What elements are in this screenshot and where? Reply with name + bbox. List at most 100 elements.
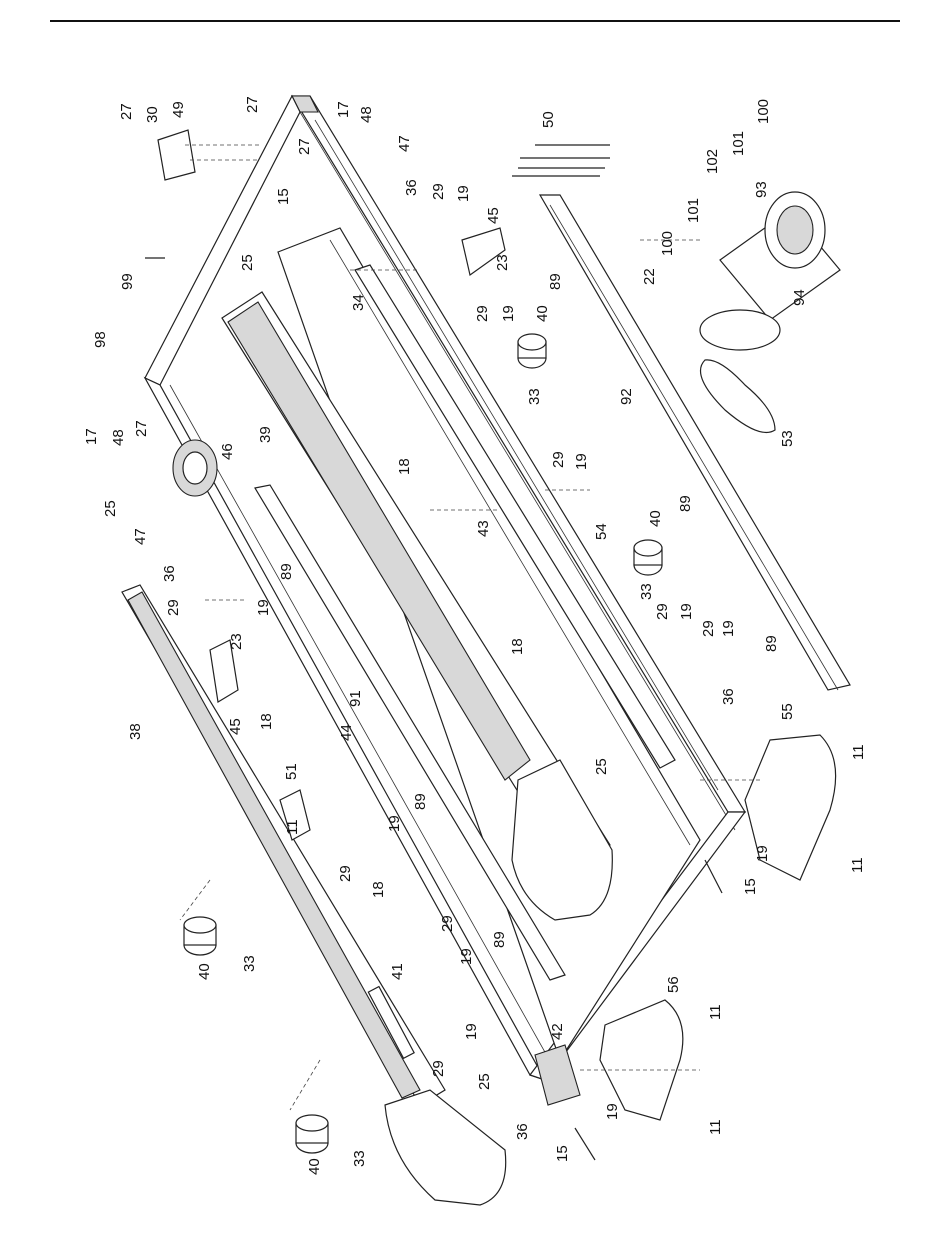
label-11: 11	[707, 1004, 724, 1020]
label-19: 19	[754, 845, 771, 862]
label-36: 36	[514, 1123, 531, 1140]
label-34: 34	[350, 294, 367, 311]
label-99: 99	[119, 273, 136, 290]
label-11: 11	[707, 1119, 724, 1135]
label-36: 36	[161, 565, 178, 582]
label-11: 11	[284, 819, 301, 835]
label-36: 36	[403, 179, 420, 196]
label-33: 33	[241, 955, 258, 972]
label-56: 56	[665, 976, 682, 993]
label-101: 101	[730, 131, 747, 156]
label-23: 23	[228, 633, 245, 650]
label-19: 19	[255, 599, 272, 616]
foot-40c	[184, 917, 216, 955]
label-27: 27	[118, 103, 135, 120]
motor-94	[700, 192, 840, 350]
label-43: 43	[475, 520, 492, 537]
label-19: 19	[604, 1103, 621, 1120]
label-19: 19	[463, 1023, 480, 1040]
label-23: 23	[494, 254, 511, 271]
foot-40a	[518, 334, 546, 368]
label-49: 49	[170, 101, 187, 118]
label-27: 27	[296, 138, 313, 155]
label-25: 25	[593, 758, 610, 775]
label-19: 19	[573, 453, 590, 470]
label-47: 47	[396, 135, 413, 152]
label-29: 29	[700, 620, 717, 637]
label-102: 102	[704, 149, 721, 174]
label-89: 89	[412, 793, 429, 810]
flywheel	[700, 310, 780, 350]
wire-ties-50	[512, 145, 610, 176]
label-38: 38	[127, 723, 144, 740]
label-94: 94	[791, 289, 808, 306]
label-55: 55	[779, 703, 796, 720]
label-29: 29	[430, 1060, 447, 1077]
label-36: 36	[720, 688, 737, 705]
foot-40d	[296, 1115, 328, 1153]
label-25: 25	[239, 254, 256, 271]
label-27: 27	[244, 96, 261, 113]
label-92: 92	[618, 388, 635, 405]
label-29: 29	[337, 865, 354, 882]
label-45: 45	[485, 207, 502, 224]
label-15: 15	[275, 188, 292, 205]
label-29: 29	[550, 451, 567, 468]
hood-56	[600, 1000, 683, 1120]
label-19: 19	[455, 185, 472, 202]
label-27: 27	[133, 420, 150, 437]
pin-15	[575, 1128, 595, 1160]
label-42: 42	[549, 1023, 566, 1040]
belt-53	[701, 360, 776, 433]
plate-49	[158, 130, 195, 180]
label-89: 89	[278, 563, 295, 580]
label-101: 101	[685, 198, 702, 223]
roller-46	[173, 440, 217, 496]
label-29: 29	[439, 915, 456, 932]
label-19: 19	[500, 305, 517, 322]
part-42	[535, 1045, 580, 1105]
label-89: 89	[763, 635, 780, 652]
label-47: 47	[132, 528, 149, 545]
label-33: 33	[526, 388, 543, 405]
label-15: 15	[554, 1145, 571, 1162]
label-29: 29	[430, 183, 447, 200]
label-44: 44	[338, 724, 355, 741]
label-15: 15	[742, 878, 759, 895]
label-40: 40	[306, 1158, 323, 1175]
label-50: 50	[540, 111, 557, 128]
label-17: 17	[335, 101, 352, 118]
label-93: 93	[753, 181, 770, 198]
label-100: 100	[659, 231, 676, 256]
label-19: 19	[458, 948, 475, 965]
label-18: 18	[396, 458, 413, 475]
label-40: 40	[534, 305, 551, 322]
label-11: 11	[850, 744, 867, 760]
label-33: 33	[638, 583, 655, 600]
label-11: 11	[849, 857, 866, 873]
label-30: 30	[144, 106, 161, 123]
label-40: 40	[196, 963, 213, 980]
label-29: 29	[654, 603, 671, 620]
rail-cover-38-endcap	[385, 1090, 506, 1205]
label-17: 17	[83, 428, 100, 445]
label-89: 89	[547, 273, 564, 290]
label-46: 46	[219, 443, 236, 460]
label-39: 39	[257, 426, 274, 443]
label-41: 41	[389, 963, 406, 980]
label-98: 98	[92, 331, 109, 348]
label-22: 22	[641, 268, 658, 285]
label-18: 18	[370, 881, 387, 898]
label-48: 48	[110, 429, 127, 446]
label-100: 100	[755, 99, 772, 124]
label-89: 89	[677, 495, 694, 512]
label-89: 89	[491, 931, 508, 948]
label-25: 25	[102, 500, 119, 517]
label-48: 48	[358, 106, 375, 123]
label-29: 29	[474, 305, 491, 322]
label-33: 33	[351, 1150, 368, 1167]
label-51: 51	[283, 763, 300, 780]
pin-15c	[705, 860, 722, 893]
